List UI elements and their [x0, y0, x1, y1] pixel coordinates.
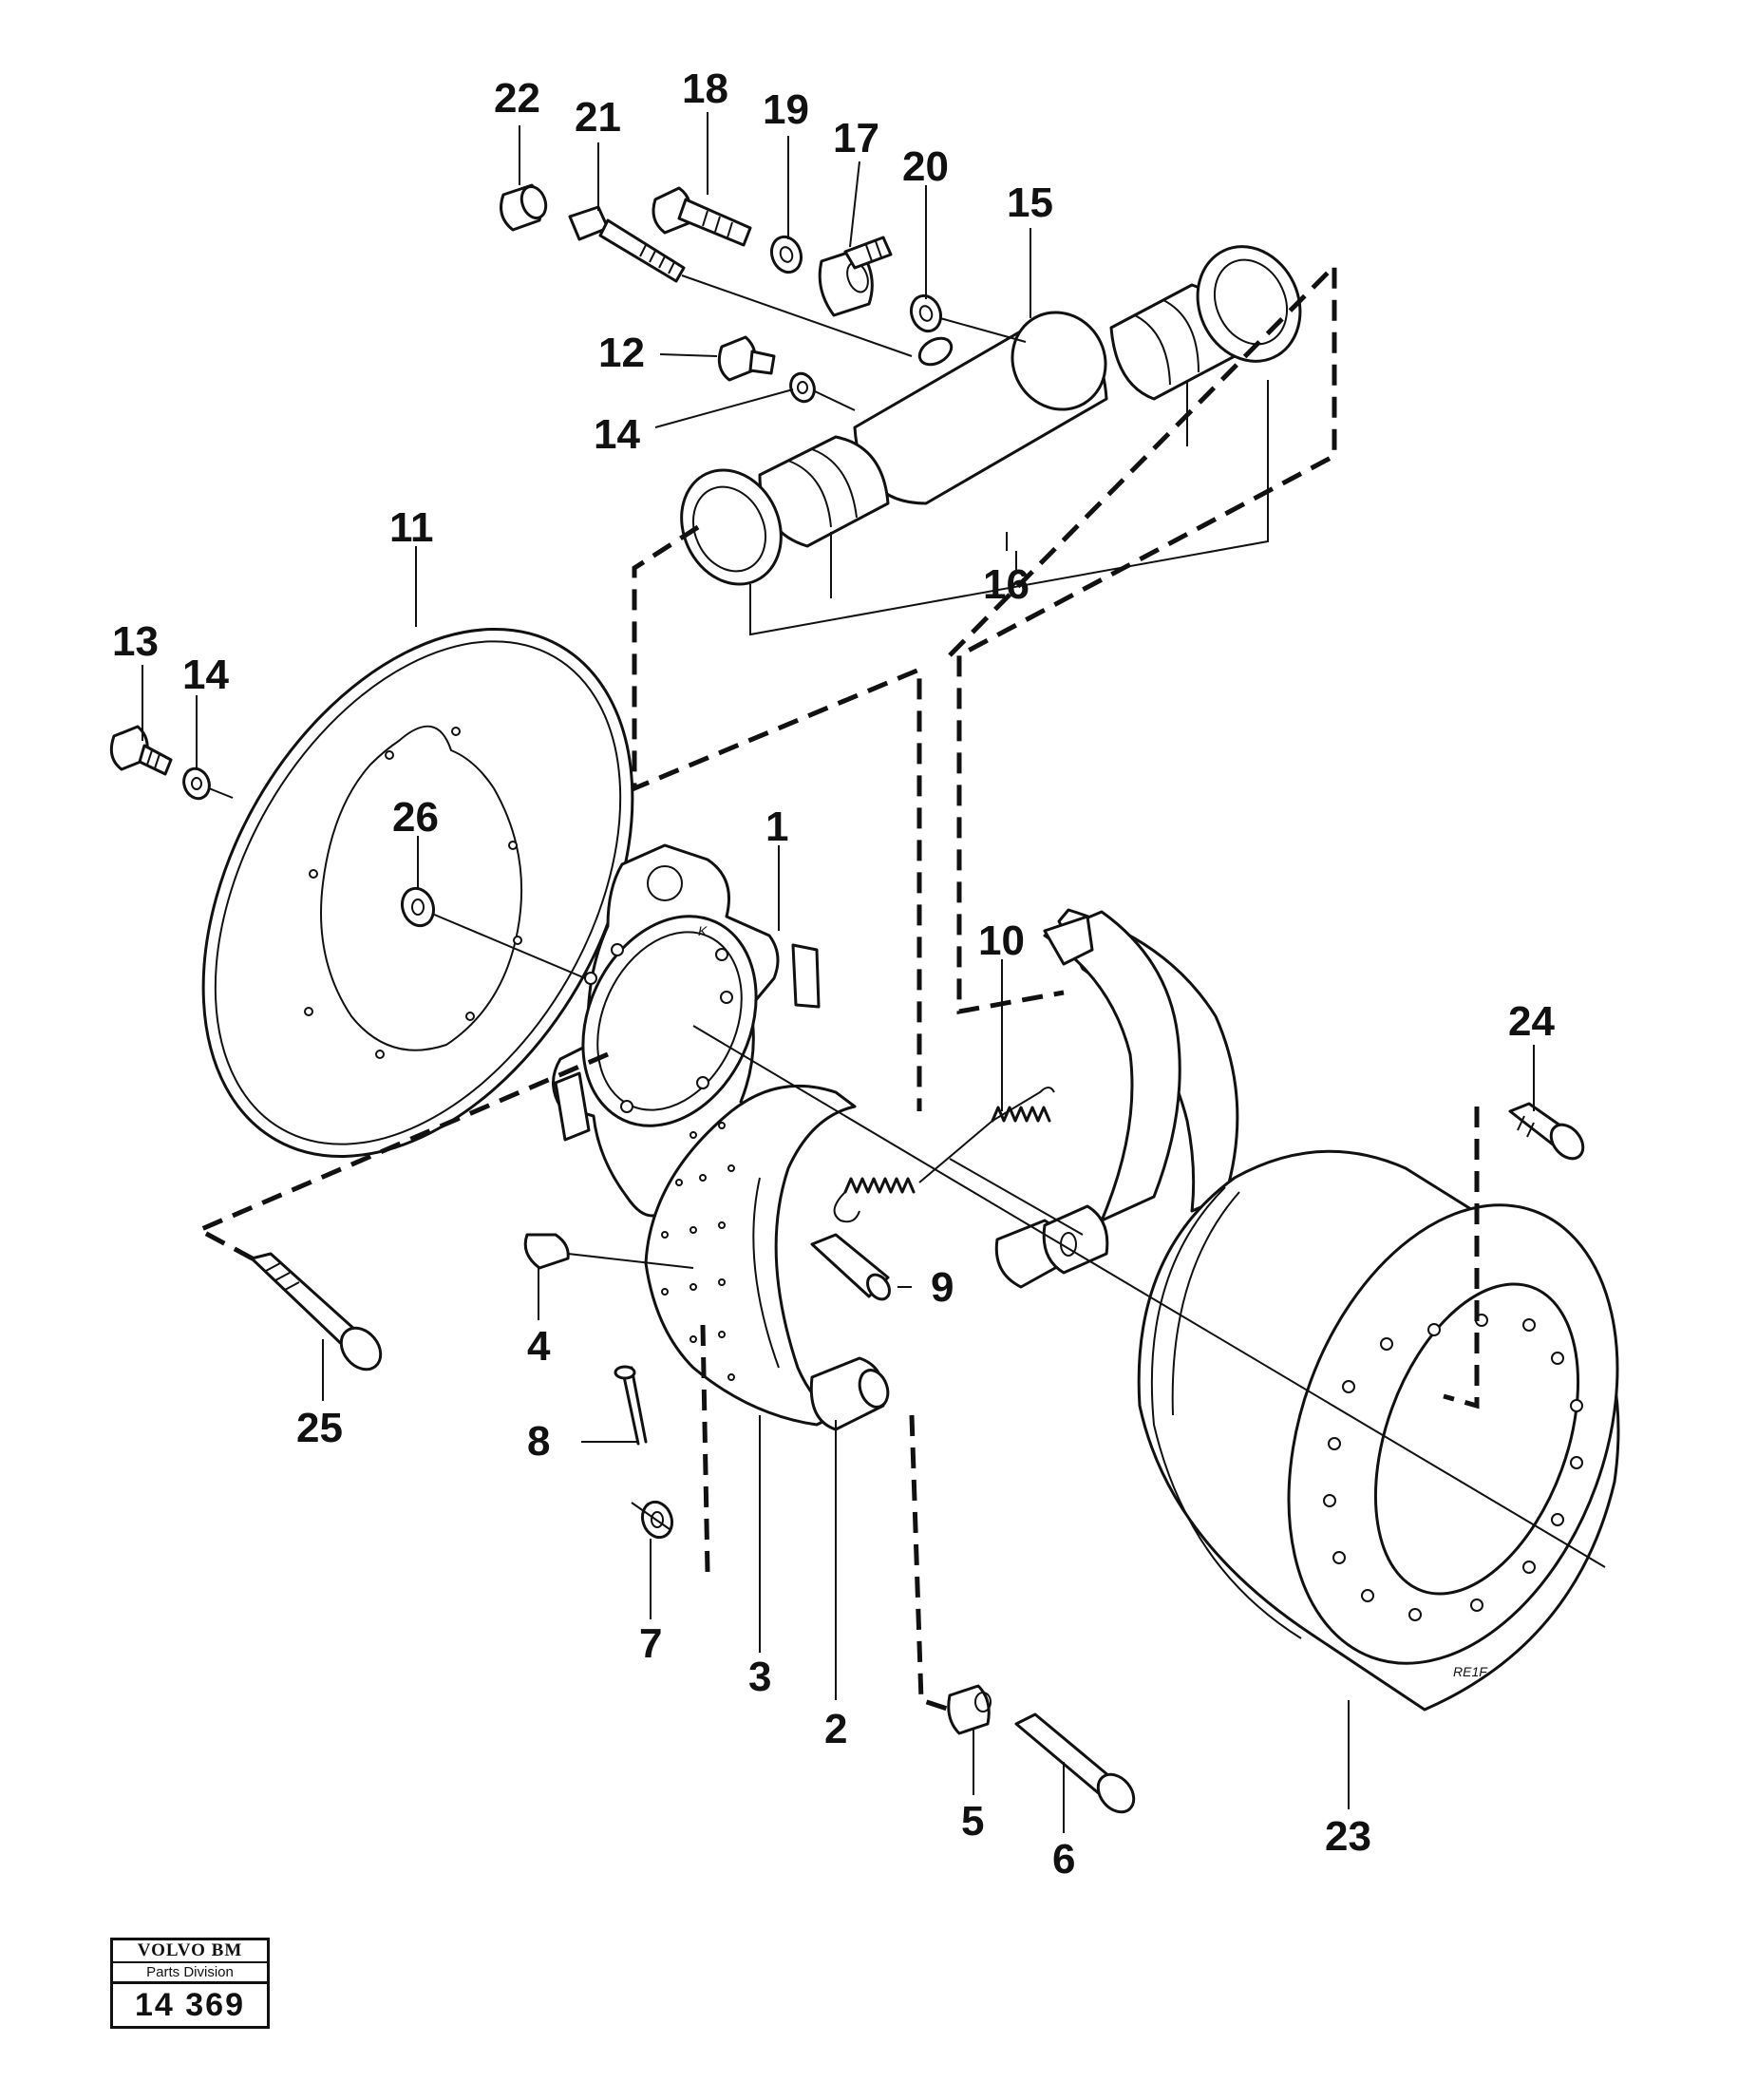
callout-3: 3 — [748, 1654, 771, 1700]
callout-1: 1 — [765, 804, 788, 850]
callout-25: 25 — [296, 1405, 343, 1451]
callout-13: 13 — [112, 618, 159, 665]
stamp-division: Parts Division — [113, 1963, 267, 1984]
bolt-24 — [1508, 1102, 1585, 1161]
kit-bracket-16 — [749, 380, 1269, 636]
callout-9: 9 — [931, 1264, 954, 1311]
washer-20 — [909, 293, 1027, 343]
stamp-brand: VOLVO BM — [113, 1940, 267, 1963]
banjo-bolt-18 — [652, 186, 752, 247]
bleed-cap-22 — [500, 183, 548, 232]
pin-25 — [250, 1252, 383, 1372]
callout-21: 21 — [575, 94, 621, 141]
callout-10: 10 — [978, 918, 1025, 964]
parts-division-stamp: VOLVO BM Parts Division 14 369 — [110, 1938, 270, 2029]
callout-17: 17 — [833, 115, 879, 161]
callout-labels: 22 21 18 19 17 20 15 12 14 16 11 13 14 2… — [112, 66, 1555, 1882]
callout-8: 8 — [527, 1418, 550, 1465]
callout-6: 6 — [1052, 1836, 1075, 1882]
washer-7 — [631, 1500, 674, 1540]
adjuster-pin-9 — [810, 1233, 891, 1301]
stamp-number: 14 369 — [135, 1987, 245, 2023]
callout-16: 16 — [983, 561, 1030, 608]
callout-7: 7 — [639, 1620, 662, 1667]
wheel-cylinder-15 — [680, 245, 1302, 586]
anchor-pin-6 — [1014, 1712, 1136, 1814]
callout-4: 4 — [527, 1323, 551, 1370]
callout-24: 24 — [1508, 998, 1555, 1045]
bolt-13 — [109, 725, 173, 776]
callout-20: 20 — [902, 143, 949, 190]
callout-leaders — [142, 112, 1535, 1833]
banjo-fitting-17 — [818, 236, 893, 317]
brake-shoe-3 — [644, 1084, 890, 1431]
callout-12: 12 — [598, 330, 645, 376]
alignment-lines — [194, 259, 1480, 1712]
washer-19 — [769, 235, 803, 274]
callout-22: 22 — [494, 75, 540, 122]
svg-text:K: K — [698, 923, 708, 938]
cotter-pin-8 — [614, 1365, 648, 1446]
callout-18: 18 — [682, 66, 728, 112]
plug-4 — [523, 1233, 694, 1270]
assembly-axis — [692, 1025, 1606, 1568]
callout-11: 11 — [389, 504, 434, 551]
callout-26: 26 — [392, 794, 439, 841]
bushing-26 — [400, 886, 609, 989]
callout-5: 5 — [961, 1798, 984, 1845]
callout-15: 15 — [1007, 180, 1053, 226]
callout-14-upper: 14 — [594, 411, 640, 458]
washer-14-upper — [789, 371, 856, 411]
callout-14-left: 14 — [182, 652, 229, 698]
return-spring-10 — [833, 1087, 1084, 1236]
callout-23: 23 — [1325, 1813, 1371, 1860]
brake-drum-23: RE1F — [1137, 1149, 1620, 1712]
callout-19: 19 — [763, 86, 809, 133]
drum-marking: RE1F — [1453, 1664, 1488, 1679]
callout-2: 2 — [824, 1706, 847, 1752]
washer-14-left — [182, 766, 234, 801]
bushing-5 — [947, 1684, 992, 1735]
bleed-screw-21 — [568, 205, 913, 357]
brake-shoe-rear — [994, 908, 1239, 1289]
bolt-12 — [717, 335, 776, 382]
